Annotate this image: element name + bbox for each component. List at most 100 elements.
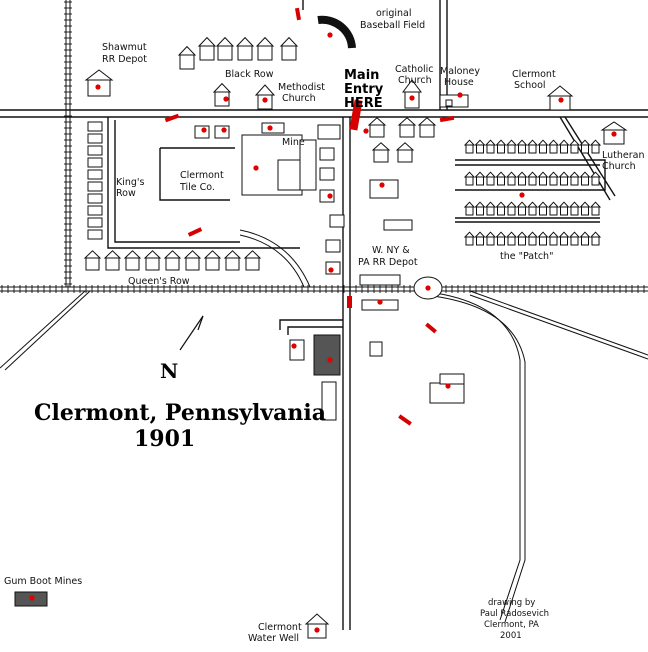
house — [214, 125, 230, 139]
house — [476, 206, 484, 216]
house — [185, 257, 200, 271]
house — [165, 257, 180, 271]
house — [549, 144, 558, 154]
house — [518, 206, 526, 216]
house-roof — [495, 231, 507, 238]
main-entry-arrow — [349, 99, 363, 131]
house — [581, 236, 589, 246]
house — [237, 45, 253, 61]
house-roof — [484, 231, 497, 238]
house — [539, 176, 547, 186]
house — [486, 144, 495, 154]
house — [581, 206, 589, 216]
location-marker — [327, 357, 333, 363]
house — [281, 45, 297, 61]
house — [486, 176, 495, 186]
house-roof — [537, 231, 549, 238]
label-shawmut-2: RR Depot — [102, 54, 147, 65]
label-gum-boot: Gum Boot Mines — [4, 576, 82, 587]
house — [319, 147, 335, 161]
house — [518, 144, 526, 154]
house — [528, 206, 537, 216]
house-roof — [537, 201, 549, 208]
house-roof — [177, 45, 197, 56]
house — [399, 124, 415, 138]
north-label: N — [160, 359, 178, 383]
location-marker — [328, 267, 334, 273]
house-roof — [568, 139, 581, 146]
house-roof — [558, 231, 570, 238]
house-roof — [495, 201, 507, 208]
house-roof — [215, 36, 235, 47]
house — [194, 125, 210, 139]
location-marker — [327, 32, 333, 38]
location-marker — [221, 127, 227, 133]
house — [507, 176, 516, 186]
map-title-line2: 1901 — [134, 426, 195, 452]
house-roof — [547, 201, 560, 208]
label-maloney-2: House — [444, 77, 474, 88]
house — [518, 176, 526, 186]
house — [245, 257, 260, 271]
house-roof — [197, 36, 217, 47]
house — [87, 181, 103, 192]
house-roof — [484, 139, 497, 146]
house-roof — [235, 36, 255, 47]
house-roof — [526, 139, 539, 146]
house-roof — [516, 231, 528, 238]
house — [325, 239, 341, 253]
arrow-marker — [294, 7, 302, 21]
house-roof — [505, 139, 518, 146]
house-roof — [212, 82, 232, 93]
house — [591, 206, 600, 216]
house — [257, 45, 273, 61]
location-marker — [223, 96, 229, 102]
house — [570, 144, 579, 154]
house — [87, 145, 103, 156]
house — [87, 121, 103, 132]
house-roof — [589, 171, 602, 178]
house — [581, 144, 589, 154]
house — [570, 206, 579, 216]
house-roof — [568, 201, 581, 208]
house — [87, 205, 103, 216]
house — [570, 176, 579, 186]
house — [465, 144, 474, 154]
house — [486, 206, 495, 216]
house — [549, 176, 558, 186]
house-roof — [163, 250, 182, 259]
house-roof — [255, 36, 275, 47]
location-marker — [457, 92, 463, 98]
house-roof — [495, 139, 507, 146]
house — [497, 236, 505, 246]
house — [528, 144, 537, 154]
label-shawmut-1: Shawmut — [102, 42, 147, 53]
house — [419, 124, 435, 138]
location-marker — [267, 125, 273, 131]
house — [539, 206, 547, 216]
location-marker — [291, 343, 297, 349]
house — [225, 257, 240, 271]
house — [217, 45, 233, 61]
house-roof — [417, 117, 437, 126]
buildings — [14, 15, 628, 639]
house-roof — [589, 201, 602, 208]
house — [486, 236, 495, 246]
arrow-marker — [347, 296, 352, 308]
house-roof — [579, 231, 591, 238]
house — [205, 257, 220, 271]
house-roof — [474, 231, 486, 238]
label-water-well-1: Clermont — [258, 622, 302, 633]
label-methodist-1: Methodist — [278, 82, 325, 93]
house-roof — [495, 171, 507, 178]
house-roof — [516, 139, 528, 146]
location-markers — [29, 32, 617, 633]
house-roof — [463, 231, 476, 238]
house-roof — [547, 171, 560, 178]
house — [539, 236, 547, 246]
house — [329, 214, 345, 228]
house-roof — [589, 231, 602, 238]
label-lutheran-1: Lutheran — [602, 150, 645, 161]
house — [507, 206, 516, 216]
